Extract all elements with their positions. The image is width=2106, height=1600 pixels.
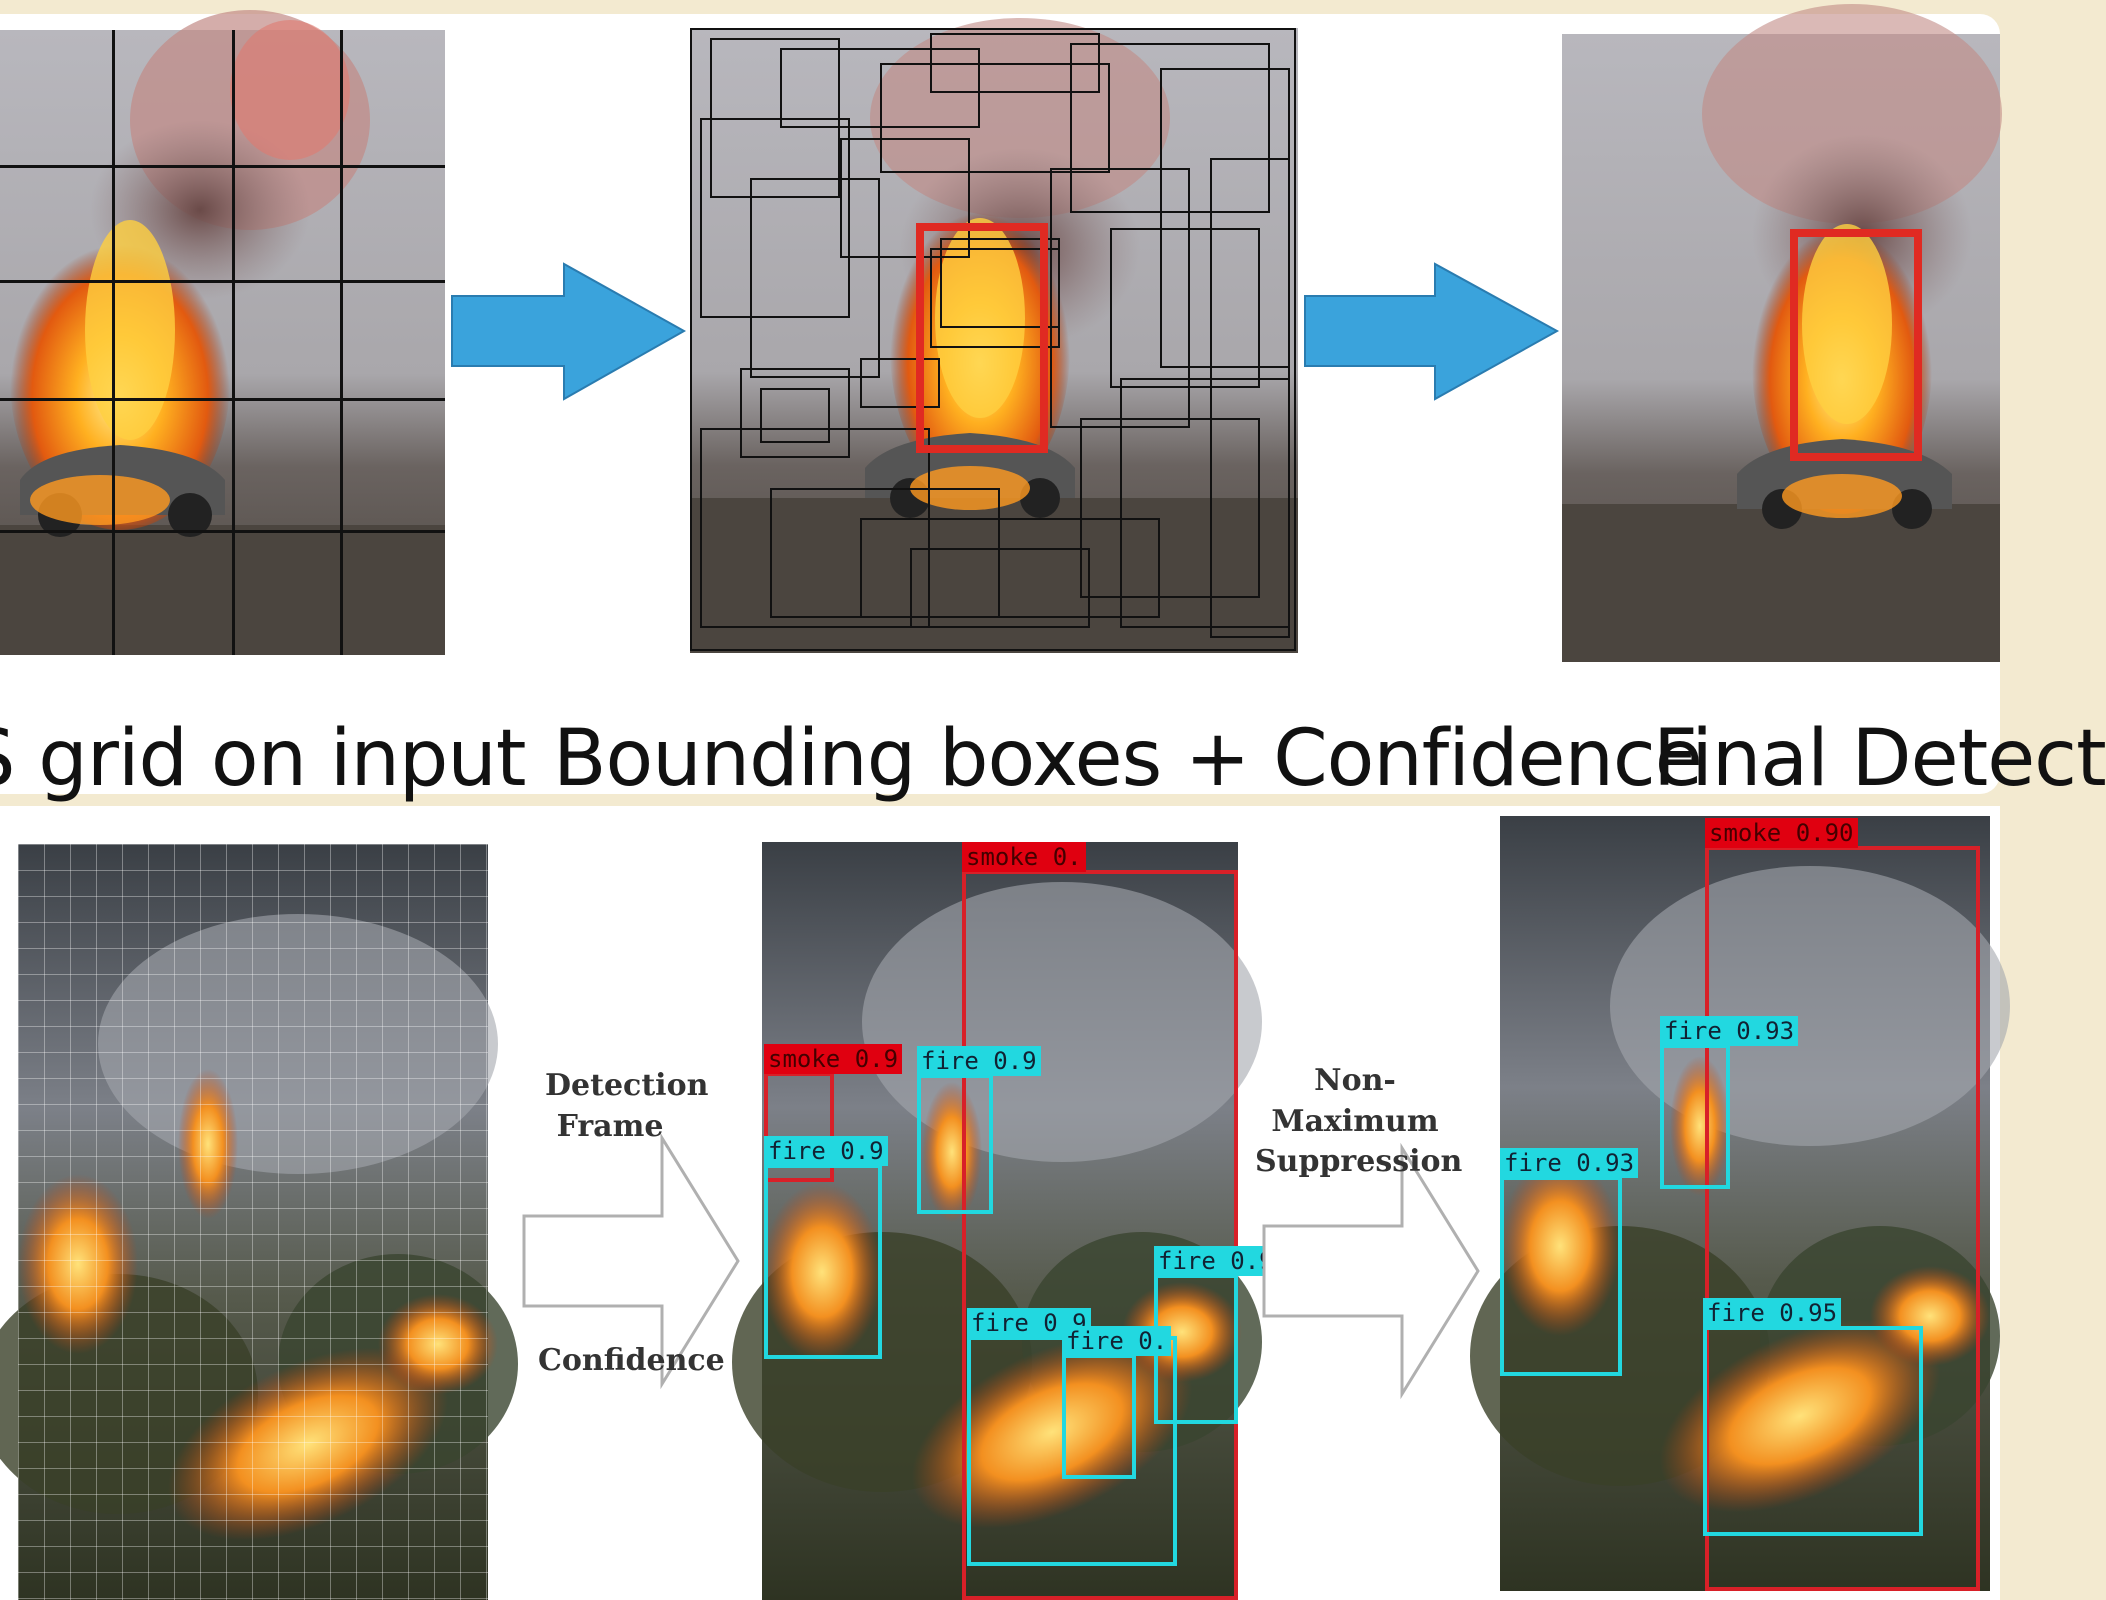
- fire-box: [764, 1164, 882, 1359]
- fire-label: fire 0.9: [917, 1046, 1041, 1076]
- final-detection-photo: [1562, 4, 2002, 662]
- nms-result-photo: smoke 0.90 fire 0.93 fire 0.93 fire 0.95: [1470, 816, 2010, 1591]
- fire-label: fire 0.9: [764, 1136, 888, 1166]
- confidence-label: Confidence: [538, 1343, 725, 1378]
- bounding-boxes-photo: [690, 18, 1298, 653]
- fire-label: fire 0.93: [1500, 1148, 1639, 1178]
- fire-box: [917, 1074, 993, 1214]
- smoke-box: [962, 870, 1238, 1600]
- fire-label: fire 0.: [1062, 1326, 1172, 1356]
- right-arrow-icon: [1304, 262, 1560, 401]
- grid-overlay: [18, 844, 488, 1600]
- final-boxes: smoke 0.90 fire 0.93 fire 0.93 fire 0.95: [1500, 816, 1990, 1591]
- fire-label: fire 0.9: [1154, 1246, 1278, 1276]
- fire-box: [1660, 1044, 1730, 1189]
- right-arrow-icon: [451, 262, 687, 401]
- final-bounding-box: [1790, 229, 1922, 461]
- hollow-arrow-icon: [522, 1132, 740, 1390]
- smoke-box: [764, 1072, 834, 1182]
- smoke-label: smoke 0.9: [764, 1044, 903, 1074]
- fire-box: [1154, 1274, 1238, 1424]
- burning-car-image: [1562, 4, 2002, 662]
- fire-label: fire 0.93: [1660, 1016, 1799, 1046]
- fire-label: fire 0.95: [1703, 1298, 1842, 1328]
- grid-overlay: [0, 30, 445, 655]
- final-detection-caption: Final Detect: [1653, 714, 2106, 804]
- hollow-arrow-icon: [1262, 1142, 1480, 1400]
- forest-fire-image: [0, 844, 518, 1600]
- top-diagram-panel: S grid on input Bounding boxes + Confide…: [0, 4, 2106, 804]
- smoke-label: smoke 0.: [962, 842, 1086, 872]
- fire-box: [1703, 1326, 1923, 1536]
- fire-box: [1062, 1354, 1136, 1479]
- detection-frames-photo: smoke 0. smoke 0.9 fire 0.9 fire 0.9 fir…: [732, 842, 1278, 1600]
- grid-caption: S grid on input: [0, 714, 526, 804]
- smoke-box: [1705, 846, 1980, 1591]
- forest-fire-grid-photo: [0, 844, 518, 1600]
- bounding-boxes-caption: Bounding boxes + Confidence: [553, 714, 1703, 804]
- fire-box: [1500, 1176, 1622, 1376]
- grid-input-photo: [0, 10, 445, 655]
- detection-frame-label: Detection Frame: [545, 1068, 709, 1144]
- nms-label: Non-Maximum Suppression: [1255, 1063, 1463, 1179]
- detection-boxes: smoke 0. smoke 0.9 fire 0.9 fire 0.9 fir…: [762, 842, 1278, 1600]
- bottom-diagram-panel: Detection Frame Confidence smoke 0. smok…: [0, 806, 2010, 1600]
- candidate-boxes: [690, 28, 1298, 653]
- smoke-label: smoke 0.90: [1705, 818, 1858, 848]
